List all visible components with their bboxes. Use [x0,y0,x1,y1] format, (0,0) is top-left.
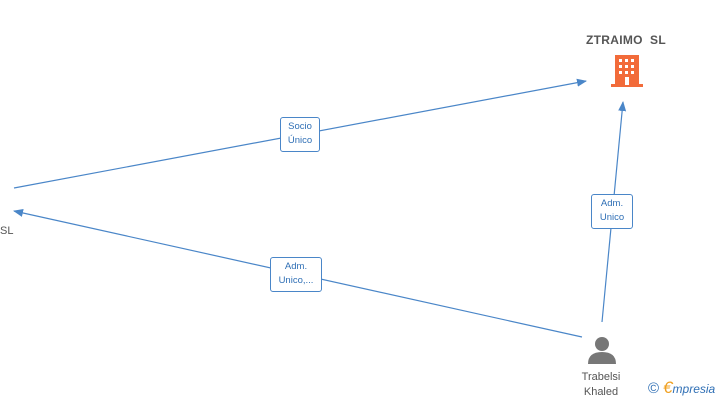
left-company-name[interactable]: SL [0,225,14,237]
edge-label-adm-unico-company[interactable]: Adm. Unico [591,194,633,229]
edge-label-socio-unico[interactable]: Socio Único [280,117,320,152]
building-icon[interactable] [611,55,643,87]
person-icon[interactable] [588,337,616,364]
copyright-symbol: © [648,380,660,397]
edge-label-adm-unico-left[interactable]: Adm. Unico,... [270,257,322,292]
brand-rest: mpresia [672,382,716,396]
company-name[interactable]: ZTRAIMO SL [586,33,666,47]
empresia-logo: ©€mpresia [648,378,715,398]
person-name[interactable]: Trabelsi Khaled [581,371,621,398]
brand-initial: € [663,378,673,397]
